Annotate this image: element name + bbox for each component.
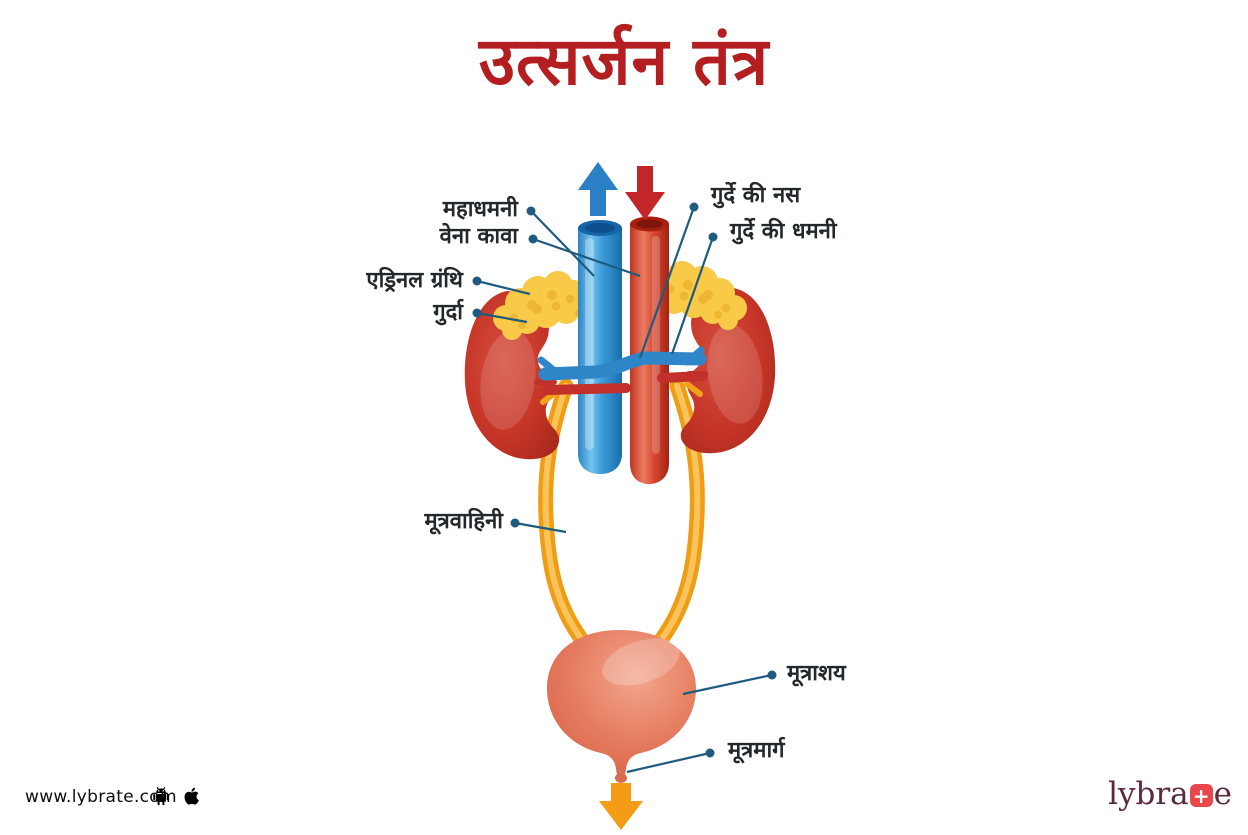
bladder-body <box>546 630 697 777</box>
leader-vena-cava <box>532 237 641 278</box>
renal-artery-branch-left <box>543 383 631 395</box>
renal-artery-branch-right <box>657 371 708 383</box>
red-trunk-lumen <box>636 219 663 229</box>
android-icon <box>153 786 169 806</box>
leader-ureter <box>514 521 567 534</box>
red-trunk-gloss <box>652 236 660 454</box>
urethra-opening <box>615 773 627 783</box>
website-url: www.lybrate.com <box>25 787 177 807</box>
label-renal-vein: गुर्दे की नस <box>711 183 801 208</box>
leader-renal-artery <box>670 236 715 355</box>
logo-text-left: lybra <box>1108 776 1189 812</box>
label-vena-cava: वेना कावा <box>439 224 518 249</box>
apple-icon <box>184 787 199 805</box>
label-bladder: मूत्राशय <box>787 661 846 686</box>
logo-plus-icon: + <box>1189 783 1213 808</box>
bladder-gloss <box>602 638 680 686</box>
renal-vessels <box>534 346 708 405</box>
blue-up-arrow <box>578 162 618 216</box>
bladder-shape <box>546 630 697 783</box>
right-kidney-gloss <box>707 324 763 424</box>
leader-aorta <box>530 210 595 277</box>
leader-bladder <box>682 673 773 696</box>
renal-vein-branch <box>538 351 707 381</box>
leader-adrenal <box>476 279 531 296</box>
left-kidney-shape <box>464 291 560 460</box>
flow-arrows <box>578 162 665 220</box>
right-kidney-shape <box>680 287 776 454</box>
blue-trunk <box>578 228 622 474</box>
leader-renal-vein <box>638 206 696 359</box>
logo-plus-glyph: + <box>1192 783 1210 808</box>
label-ureter: मूत्रवाहिनी <box>424 509 503 534</box>
label-renal-artery: गुर्दे की धमनी <box>730 219 837 244</box>
label-aorta: महाधमनी <box>442 197 518 222</box>
urethra-arrow <box>599 783 643 830</box>
label-adrenal-gland: एड्रिनल ग्रंथि <box>366 268 463 293</box>
leader-kidney <box>476 311 528 324</box>
red-down-arrow <box>625 166 665 220</box>
label-kidney: गुर्दा <box>433 300 463 325</box>
blue-trunk-lumen <box>585 223 615 233</box>
lybrate-logo: lybra + e <box>1108 776 1232 812</box>
leader-lines <box>472 202 777 774</box>
logo-text-right: e <box>1213 776 1232 812</box>
blue-trunk-gloss <box>585 238 594 450</box>
leader-urethra <box>626 751 711 774</box>
vessel-trunks <box>578 216 669 484</box>
kidneys <box>464 287 776 460</box>
left-kidney-gloss <box>480 330 536 430</box>
label-urethra: मूत्रमार्ग <box>728 738 785 763</box>
page-title: उत्सर्जन तंत्र <box>478 22 770 100</box>
